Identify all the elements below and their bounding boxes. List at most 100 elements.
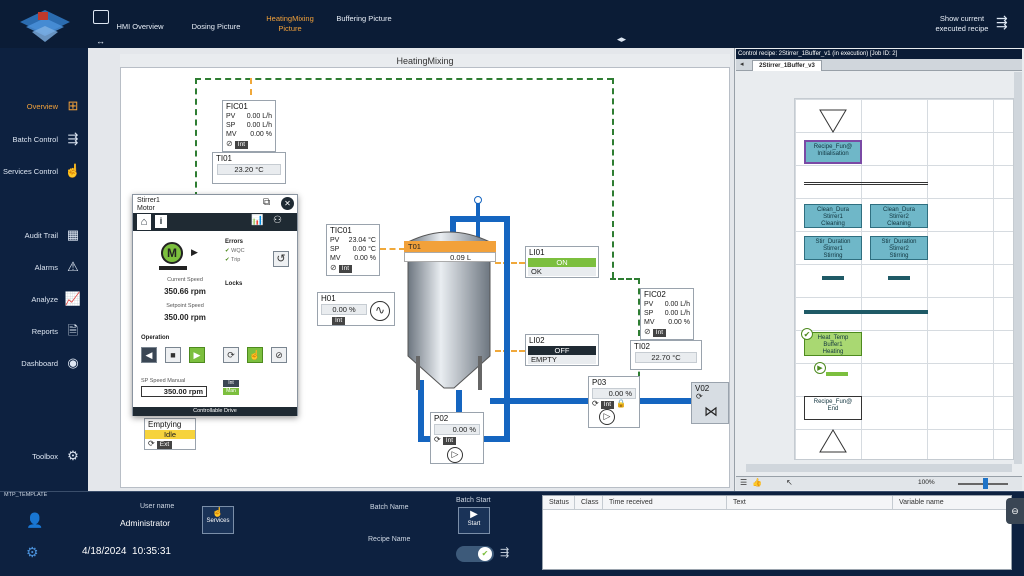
home-icon[interactable]: ⌂ bbox=[137, 214, 151, 230]
stirrer1-motor-faceplate[interactable]: Stirrer1 Motor ⧉ ✕ ⌂ i 📊 ⚇ M ▶ Errors ✔ … bbox=[132, 194, 298, 416]
sfc-step-clean-stirrer1[interactable]: Clean_Dura Stirrer1 Cleaning bbox=[804, 204, 862, 228]
settings-gear-icon[interactable]: ⚙ bbox=[26, 544, 39, 560]
forward-button[interactable]: ▶ bbox=[189, 347, 205, 363]
h01-mode[interactable]: Int bbox=[332, 317, 346, 325]
fic01-mode[interactable]: Int bbox=[234, 141, 249, 149]
tab-scroll-left-icon[interactable]: ◂ bbox=[740, 61, 744, 68]
reset-button[interactable]: ↺ bbox=[273, 251, 289, 267]
tab-heatingmixing-picture[interactable]: HeatingMixing Picture bbox=[266, 14, 314, 33]
v02-valve[interactable]: V02 ⟳ ⋈ bbox=[691, 382, 729, 424]
alarm-col-status[interactable]: Status bbox=[543, 496, 575, 510]
manual-mode-button[interactable]: ☝ bbox=[247, 347, 263, 363]
sidebar-item-toolbox[interactable]: Toolbox ⚙ bbox=[0, 444, 88, 468]
fic01-sp: 0.00 L/h bbox=[246, 122, 272, 129]
man-source-button[interactable]: Man bbox=[223, 388, 239, 395]
zoom-level[interactable]: 100% bbox=[918, 479, 935, 486]
expand-arrows-icon[interactable]: ↔ bbox=[96, 36, 105, 46]
services-label: Services bbox=[206, 518, 230, 524]
show-recipe-label[interactable]: Show current executed recipe bbox=[935, 14, 989, 33]
sfc-step-stir-stirrer1[interactable]: Stir_Duration Stirrer1 Stirring bbox=[804, 236, 862, 260]
sidebar-item-batch-control[interactable]: Batch Control ⇶ bbox=[0, 127, 88, 151]
close-icon[interactable]: ✕ bbox=[281, 197, 294, 210]
stop-button[interactable]: ■ bbox=[165, 347, 181, 363]
batch-control-icon: ⇶ bbox=[67, 131, 79, 146]
motor-status-icon: M bbox=[161, 242, 183, 264]
trend-chart-icon[interactable]: 📊 bbox=[251, 215, 264, 226]
sidebar-item-dashboard[interactable]: Dashboard ◉ bbox=[0, 351, 88, 375]
li02-level-switch[interactable]: LI02 OFF EMPTY bbox=[525, 334, 599, 366]
fic02-mode[interactable]: Int bbox=[652, 329, 667, 337]
faceplate-title-line1: Stirrer1 bbox=[137, 197, 160, 204]
tab-buffering-picture[interactable]: Buffering Picture bbox=[336, 14, 392, 23]
h01-heater[interactable]: H01 0.00 % Int ∿ bbox=[317, 292, 395, 326]
step-line3: Stirring bbox=[889, 253, 909, 259]
user-icon[interactable]: 👤 bbox=[26, 512, 44, 528]
auto-start-toggle[interactable]: ✔ bbox=[456, 546, 494, 562]
sfc-step-end[interactable]: Recipe_Fun@ End bbox=[804, 396, 862, 420]
sfc-step-clean-stirrer2[interactable]: Clean_Dura Stirrer2 Cleaning bbox=[870, 204, 928, 228]
play-indicator-icon: ▶ bbox=[191, 247, 198, 257]
signal-line bbox=[495, 262, 525, 264]
int-source-button[interactable]: Int bbox=[223, 380, 239, 387]
reverse-button[interactable]: ◀ bbox=[141, 347, 157, 363]
start-label: Start bbox=[467, 521, 481, 527]
error-trip: ✔ Trip bbox=[225, 257, 240, 263]
sidebar-item-audit-trail[interactable]: Audit Trail ▦ bbox=[0, 223, 88, 247]
p02-pump[interactable]: P02 0.00 % ⟳ Int ▷ bbox=[430, 412, 484, 464]
hierarchy-icon[interactable] bbox=[93, 10, 109, 24]
sequence-icon[interactable]: ⇶ bbox=[500, 547, 510, 559]
sidebar-item-reports[interactable]: Reports 🗎 bbox=[0, 319, 88, 343]
sp-manual-input[interactable]: 350.00 rpm bbox=[141, 386, 207, 397]
alarm-col-time-received[interactable]: Time received bbox=[603, 496, 727, 510]
sfc-step-heat-buffer1[interactable]: Heat_Temp Buffer1 Heating bbox=[804, 332, 862, 356]
popout-window-icon[interactable]: ⧉ bbox=[263, 197, 271, 208]
ti01-indicator[interactable]: TI01 23.20 °C bbox=[212, 152, 286, 184]
emptying-mode[interactable]: Ext bbox=[156, 441, 173, 449]
tic01-mode[interactable]: Int bbox=[338, 265, 353, 273]
p03-mode[interactable]: Int bbox=[600, 401, 615, 409]
recipe-tab[interactable]: 2Stirrer_1Buffer_v3 bbox=[752, 60, 822, 71]
horizontal-scrollbar[interactable] bbox=[746, 464, 1012, 472]
tab-hmi-overview[interactable]: HMI Overview bbox=[116, 22, 164, 31]
sidebar-item-analyze[interactable]: Analyze 📈 bbox=[0, 287, 88, 311]
setpoint-speed-value: 350.00 rpm bbox=[164, 313, 206, 322]
sidebar-item-alarms[interactable]: Alarms ⚠ bbox=[0, 255, 88, 279]
sfc-transition bbox=[888, 276, 910, 280]
vertical-scrollbar[interactable] bbox=[1014, 72, 1022, 464]
p03-value: 0.00 % bbox=[592, 388, 636, 399]
sfc-step-initialisation[interactable]: Recipe_Fun@ Initialisation bbox=[804, 140, 862, 164]
check-icon: ✔ bbox=[225, 248, 230, 254]
alarm-panel-toggle-icon[interactable]: ⊖ bbox=[1006, 498, 1024, 524]
alarm-col-text[interactable]: Text bbox=[727, 496, 893, 510]
li01-level-switch[interactable]: LI01 ON OK bbox=[525, 246, 599, 278]
pipe bbox=[450, 216, 510, 222]
sidebar-item-overview[interactable]: Overview ⊞ bbox=[0, 94, 88, 118]
user-settings-icon[interactable]: ⚇ bbox=[273, 215, 282, 226]
emptying-service[interactable]: Emptying Idle ⟳ Ext bbox=[144, 418, 196, 450]
list-icon[interactable]: ☰ bbox=[740, 478, 748, 487]
sp-manual-label: SP Speed Manual bbox=[141, 378, 186, 384]
thumbs-up-icon[interactable]: 👍 bbox=[752, 478, 762, 487]
out-of-service-button[interactable]: ⊘ bbox=[271, 347, 287, 363]
services-button[interactable]: ☝ Services bbox=[202, 506, 234, 534]
alarm-col-variable-name[interactable]: Variable name bbox=[899, 499, 944, 506]
recipe-flow-icon[interactable]: ⇶ bbox=[996, 14, 1008, 30]
zoom-slider-thumb[interactable] bbox=[983, 478, 988, 489]
start-button[interactable]: ▶ Start bbox=[458, 507, 490, 534]
auto-mode-button[interactable]: ⟳ bbox=[223, 347, 239, 363]
ti02-name: TI02 bbox=[634, 342, 651, 351]
cursor-icon[interactable]: ↖ bbox=[786, 478, 793, 487]
ti02-indicator[interactable]: TI02 22.70 °C bbox=[630, 340, 702, 370]
info-icon[interactable]: i bbox=[155, 215, 167, 228]
split-arrows-icon[interactable]: ◂▸ bbox=[617, 34, 627, 44]
p03-pump[interactable]: P03 0.00 % ⟳ Int 🔒 ▷ bbox=[588, 376, 640, 428]
tab-dosing-picture[interactable]: Dosing Picture bbox=[191, 22, 241, 31]
sidebar-item-services-control[interactable]: Services Control ☝ bbox=[0, 159, 88, 183]
sfc-step-stir-stirrer2[interactable]: Stir_Duration Stirrer2 Stirring bbox=[870, 236, 928, 260]
current-speed-value: 350.66 rpm bbox=[164, 287, 206, 296]
alarm-col-class[interactable]: Class bbox=[575, 496, 603, 510]
p02-mode[interactable]: Int bbox=[442, 437, 457, 445]
